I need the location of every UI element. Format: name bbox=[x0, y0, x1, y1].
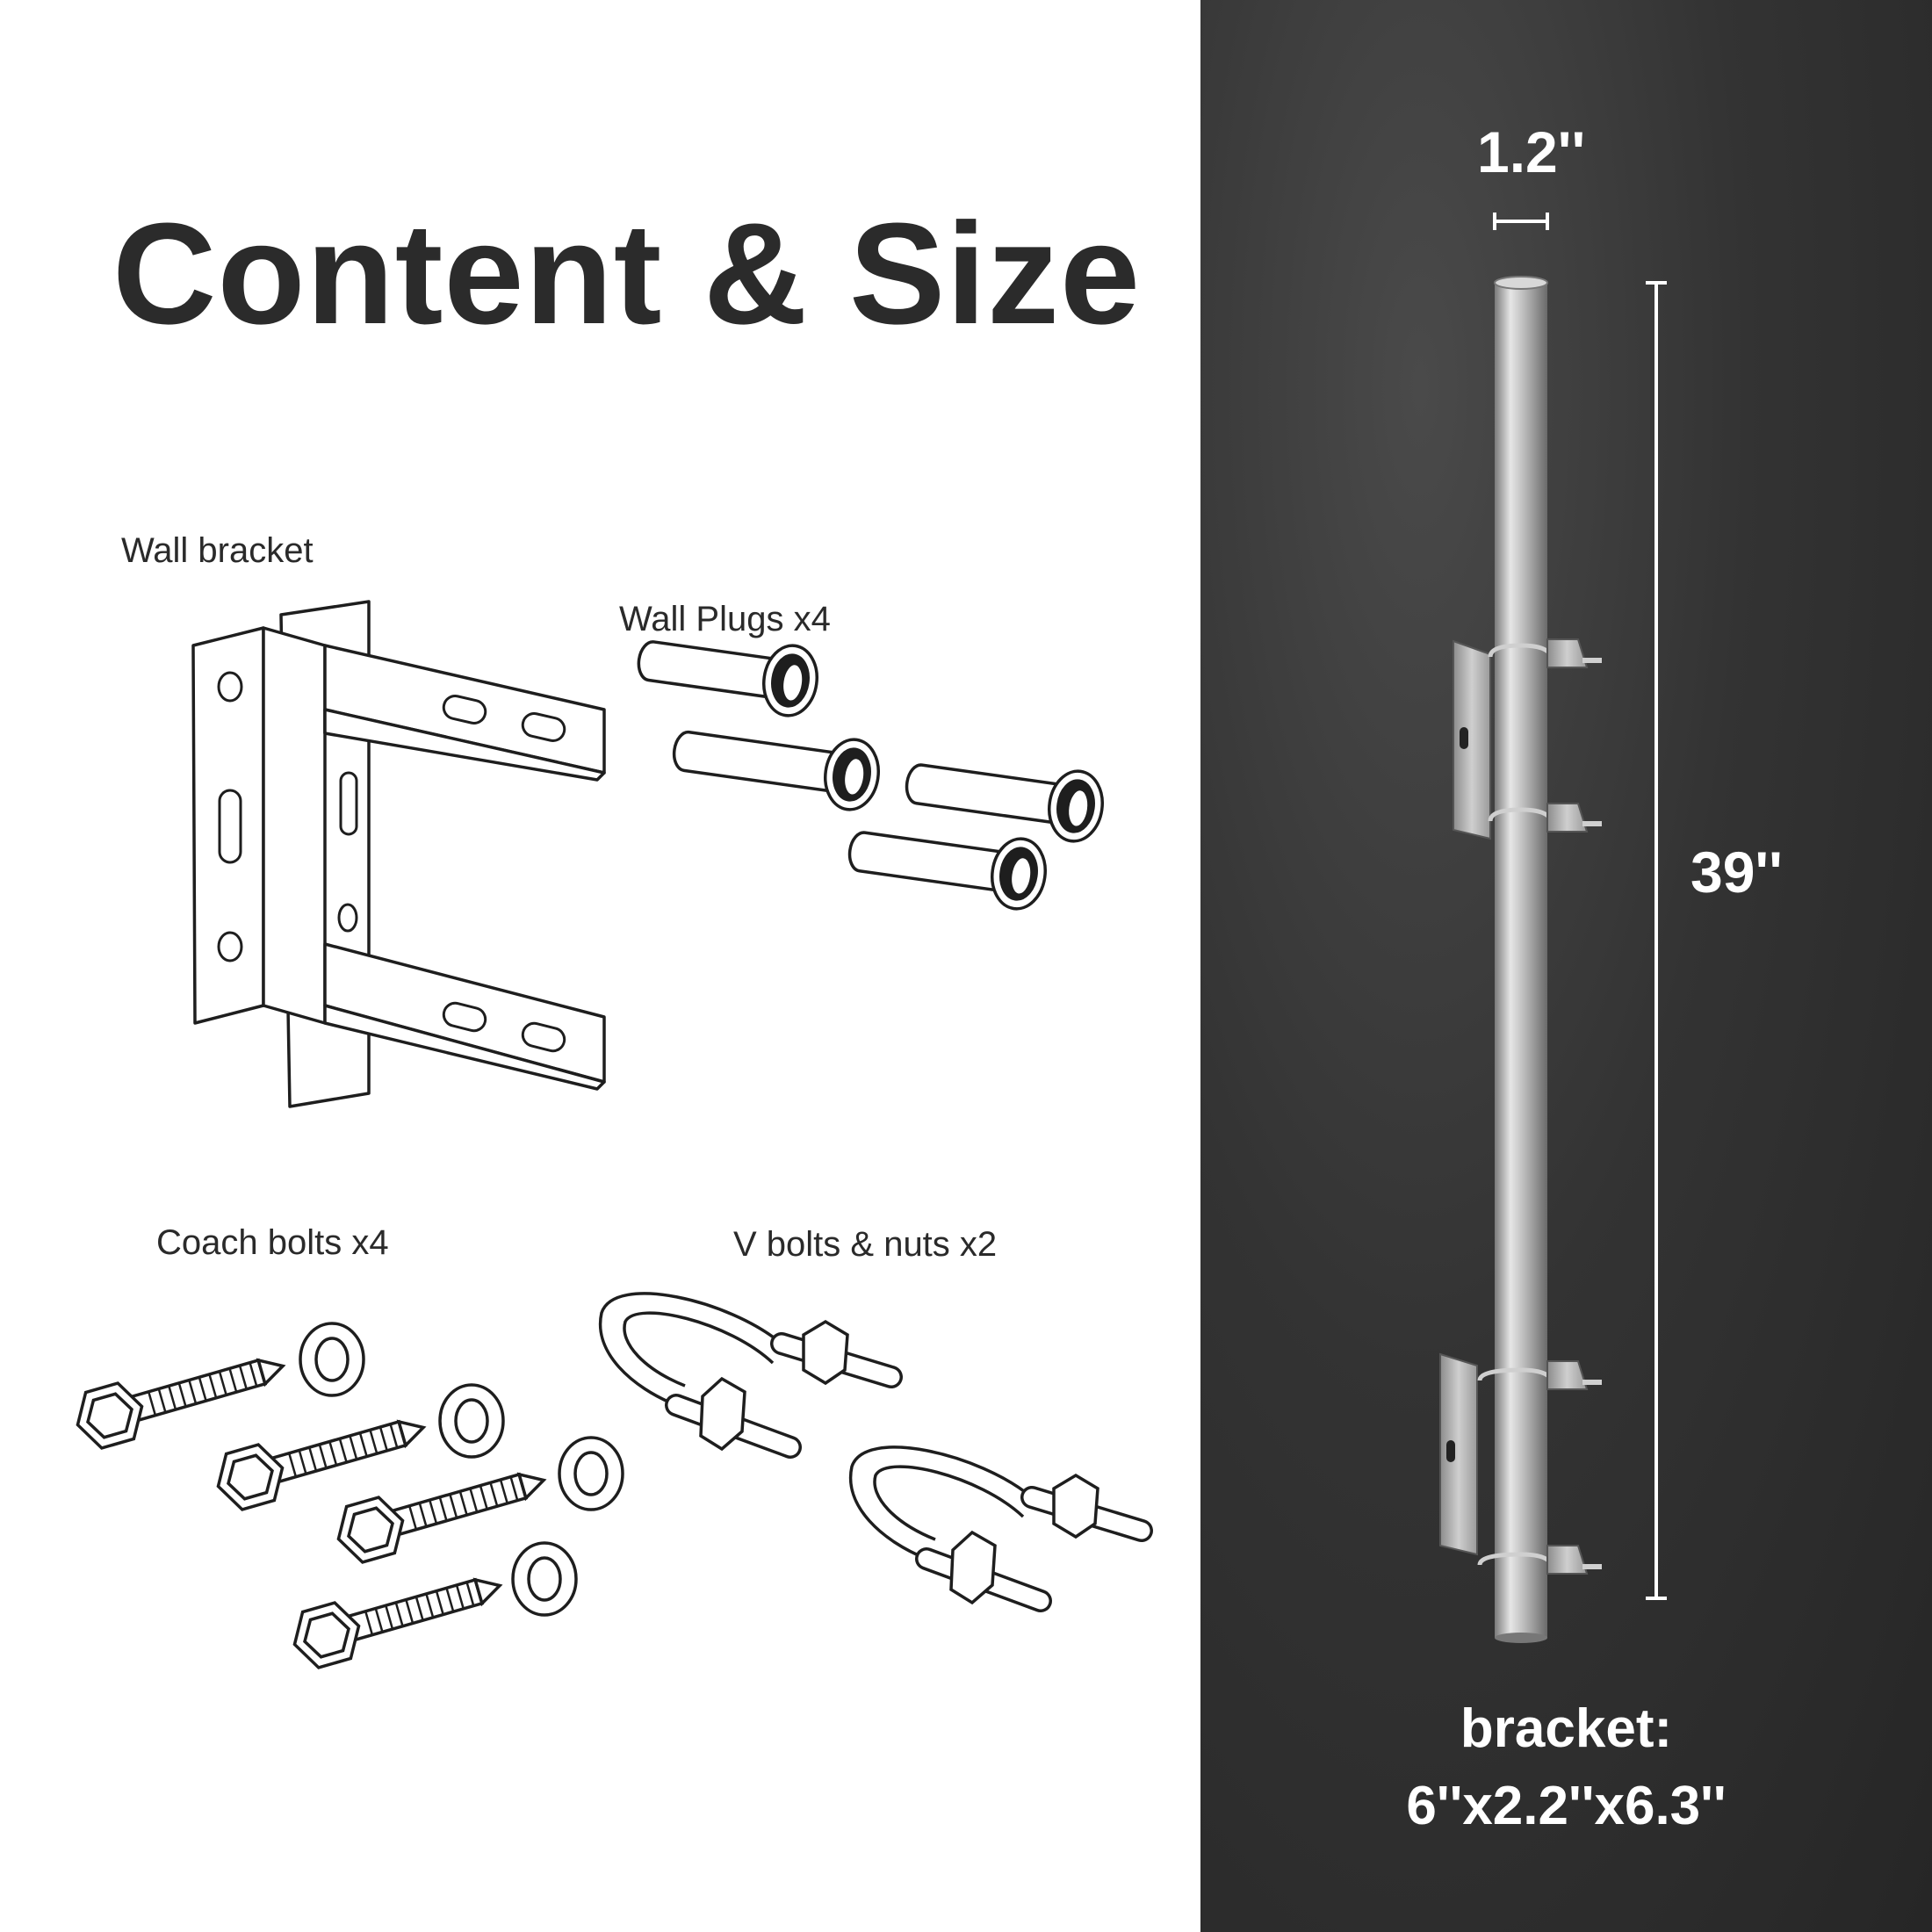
diameter-marker bbox=[1493, 213, 1667, 1600]
bracket-label: bracket: bbox=[1460, 1698, 1673, 1759]
coach-bolts-label: Coach bolts x4 bbox=[156, 1223, 389, 1262]
page-title: Content & Size bbox=[112, 193, 1142, 354]
diameter-label: 1.2'' bbox=[1477, 119, 1586, 184]
length-label: 39'' bbox=[1690, 840, 1783, 905]
coach-bolts-illustration bbox=[76, 1322, 624, 1669]
wall-plugs-illustration bbox=[637, 640, 1104, 911]
v-bolts-illustration bbox=[598, 1292, 1153, 1612]
wall-plugs-label: Wall Plugs x4 bbox=[619, 600, 831, 638]
wall-bracket-illustration bbox=[191, 600, 606, 1108]
wall-bracket-label: Wall bracket bbox=[121, 531, 314, 570]
mast-pole bbox=[1439, 276, 1602, 1643]
dimensions-panel: 1.2'' 39'' bracket: 6''x2.2''x6.3'' bbox=[1200, 0, 1932, 1932]
bracket-size: 6''x2.2''x6.3'' bbox=[1406, 1776, 1727, 1836]
contents-panel: Content & Size Wall bracket Wall Plugs x… bbox=[76, 193, 1153, 1669]
bracket-size-note: bracket: 6''x2.2''x6.3'' bbox=[1200, 1690, 1932, 1845]
v-bolts-label: V bolts & nuts x2 bbox=[733, 1225, 998, 1264]
